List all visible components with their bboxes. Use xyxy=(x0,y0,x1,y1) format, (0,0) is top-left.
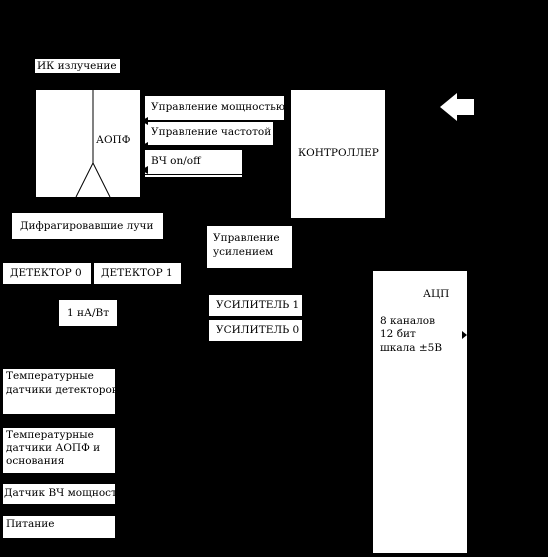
responsivity-label: 1 нА/Вт xyxy=(59,300,117,326)
power-arrow-head xyxy=(141,117,148,125)
controller-block: КОНТРОЛЛЕР xyxy=(291,90,385,218)
ir-radiation-text: ИК излучение xyxy=(37,60,117,72)
adc-bits: 12 бит xyxy=(380,328,416,340)
adc-title: АЦП xyxy=(423,288,450,300)
detector-1: ДЕТЕКТОР 1 xyxy=(94,263,181,284)
detector-temp-sensors: Температурные датчики детекторов xyxy=(3,369,118,414)
controller-label: КОНТРОЛЛЕР xyxy=(298,147,379,159)
aopf-block: АОПФ xyxy=(36,90,140,197)
input-arrow-icon xyxy=(440,93,474,121)
frequency-arrow-head xyxy=(141,142,148,150)
adc-channels: 8 каналов xyxy=(380,315,436,327)
adc-arrow-head xyxy=(462,331,467,339)
adc-scale: шкала ±5В xyxy=(380,342,443,354)
rf-power-sensor: Датчик ВЧ мощности xyxy=(3,484,124,504)
ir-radiation-label: ИК излучение xyxy=(35,59,120,73)
detector-0: ДЕТЕКТОР 0 xyxy=(3,263,91,284)
frequency-control-label: Управление частотой xyxy=(145,122,273,145)
diffracted-beams-label: Дифрагировавшие лучи xyxy=(12,213,163,239)
amplifier-0: УСИЛИТЕЛЬ 0 xyxy=(209,320,302,341)
gain-control-label: Управление усилением xyxy=(207,226,292,268)
power-supply: Питание xyxy=(3,516,115,538)
amplifier-1: УСИЛИТЕЛЬ 1 xyxy=(209,295,302,316)
aopf-temp-sensors: Температурные датчики АОПФ и основания xyxy=(3,428,115,473)
adc-block: АЦП 8 каналов 12 бит шкала ±5В xyxy=(373,271,467,553)
rf-arrow-head xyxy=(141,166,148,174)
aopf-label: АОПФ xyxy=(96,134,131,146)
power-control-label: Управление мощностью xyxy=(145,96,285,120)
diffracted-beams-shape xyxy=(75,161,111,198)
rf-onoff-label: ВЧ on/off xyxy=(145,150,242,174)
